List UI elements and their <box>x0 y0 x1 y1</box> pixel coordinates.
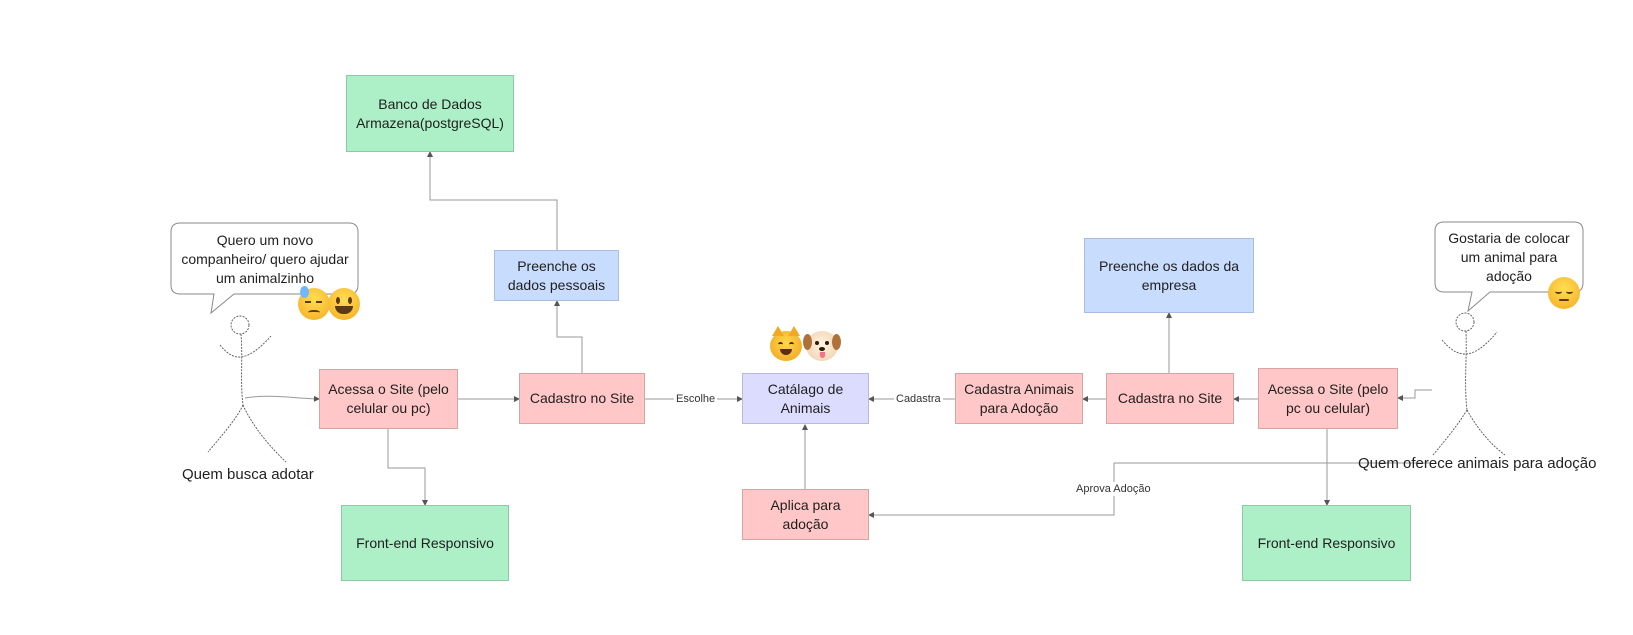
node-aplica-adocao[interactable]: Aplica para adoção <box>742 489 869 540</box>
speech-text-right: Gostaria de colocar um animal para adoçã… <box>1448 230 1570 284</box>
node-acessa-site-right-label: Acessa o Site (pelo pc ou celular) <box>1267 380 1389 416</box>
actor-label-right: Quem oferece animais para adoção <box>1358 455 1597 472</box>
edge-label-cadastra: Cadastra <box>894 392 943 406</box>
node-frontend-left-label: Front-end Responsivo <box>356 534 494 551</box>
node-aplica-adocao-label: Aplica para adoção <box>770 496 841 532</box>
stick-figure-left <box>207 315 287 463</box>
edge-acessa-to-frontend-left <box>387 429 428 506</box>
node-preenche-dados-pessoais[interactable]: Preenche os dados pessoais <box>494 250 619 301</box>
actor-label-left: Quem busca adotar <box>182 466 314 483</box>
node-acessa-site-right[interactable]: Acessa o Site (pelo pc ou celular) <box>1258 368 1398 429</box>
edge-label-escolhe: Escolhe <box>674 392 718 406</box>
node-preenche-dados-pessoais-label: Preenche os dados pessoais <box>507 257 606 293</box>
node-catalogo-animais-label: Catálago de Animais <box>767 380 844 416</box>
pensive-face-icon <box>1548 277 1580 309</box>
edge-preenche-to-banco <box>427 151 558 250</box>
node-cadastra-animais[interactable]: Cadastra Animais para Adoção <box>955 373 1083 424</box>
node-banco-de-dados[interactable]: Banco de Dados Armazena(postgreSQL) <box>346 75 514 152</box>
node-cadastra-animais-label: Cadastra Animais para Adoção <box>964 380 1074 416</box>
speech-bubble-right <box>1434 221 1584 313</box>
edge-cadastro-to-preenche <box>554 300 583 373</box>
dog-face-icon <box>803 331 841 361</box>
speech-text-left: Quero um novo companheiro/ quero ajudar … <box>181 232 349 286</box>
sweat-face-icon <box>298 286 330 320</box>
node-frontend-left[interactable]: Front-end Responsivo <box>341 505 509 581</box>
node-cadastro-no-site[interactable]: Cadastro no Site <box>519 373 645 424</box>
edge-label-aprova-adocao: Aprova Adoção <box>1074 482 1153 496</box>
node-cadastra-no-site-label: Cadastra no Site <box>1117 390 1223 406</box>
cat-face-icon <box>770 326 802 361</box>
node-cadastra-no-site[interactable]: Cadastra no Site <box>1106 373 1234 424</box>
stick-figure-right <box>1432 312 1506 456</box>
node-frontend-right-label: Front-end Responsivo <box>1257 534 1396 551</box>
node-frontend-right[interactable]: Front-end Responsivo <box>1242 505 1411 581</box>
grin-face-icon <box>328 288 360 320</box>
node-acessa-site-left-label: Acessa o Site (pelo celular ou pc) <box>328 381 449 416</box>
node-cadastro-no-site-label: Cadastro no Site <box>529 390 635 406</box>
edge-actor-to-acessa-right <box>1397 389 1432 401</box>
node-preenche-dados-empresa[interactable]: Preenche os dados da empresa <box>1084 238 1254 313</box>
node-banco-de-dados-label: Banco de Dados Armazena(postgreSQL) <box>356 95 504 131</box>
node-acessa-site-left[interactable]: Acessa o Site (pelo celular ou pc) <box>319 369 458 429</box>
edge-actor-to-acessa-left <box>244 395 320 402</box>
node-catalogo-animais[interactable]: Catálago de Animais <box>742 373 869 424</box>
node-preenche-dados-empresa-label: Preenche os dados da empresa <box>1098 257 1240 293</box>
